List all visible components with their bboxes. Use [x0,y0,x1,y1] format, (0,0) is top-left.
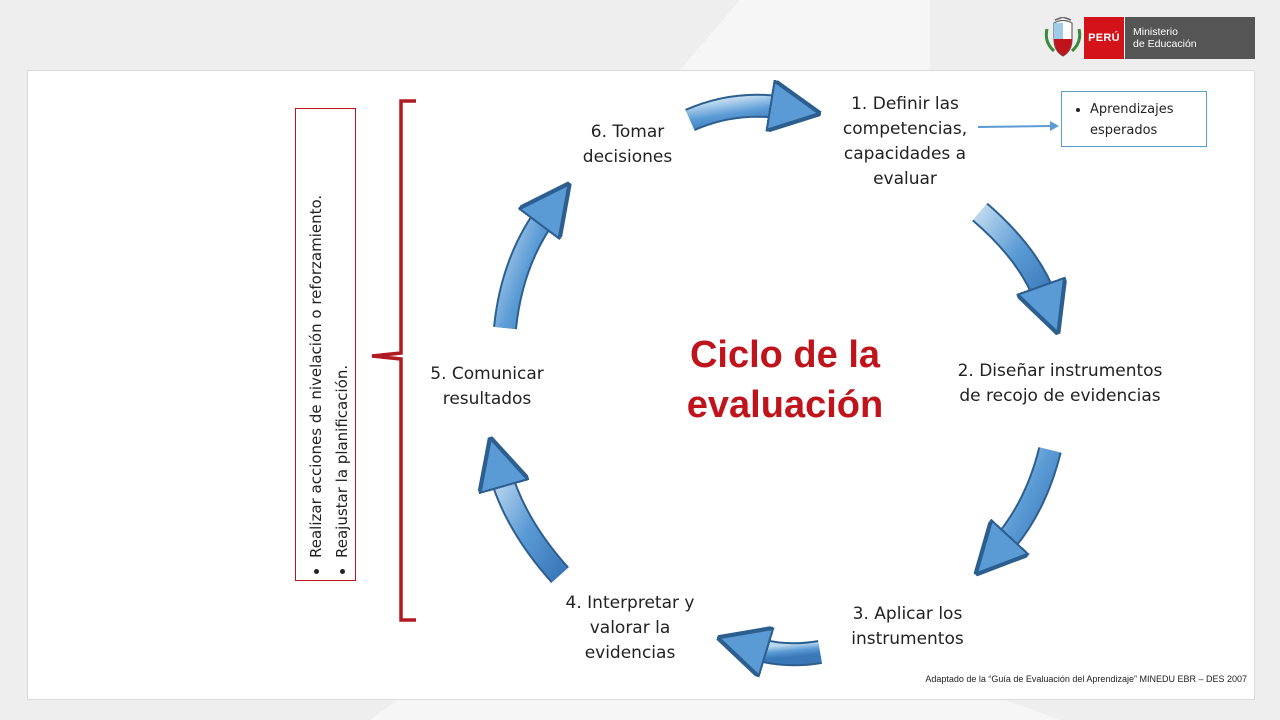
connector-to-note [977,125,1051,128]
source-footnote: Adaptado de la “Guía de Evaluación del A… [925,674,1247,684]
expected-learning-box: Aprendizajes esperados [1061,91,1207,147]
country-label: PERÚ [1084,17,1124,59]
actions-box: Realizar acciones de nivelación o reforz… [295,108,356,581]
action-item: Reajustar la planificación. [329,116,355,558]
ministry-label: Ministerio de Educación [1124,17,1255,59]
note-item: Aprendizajes esperados [1090,99,1200,141]
ministry-logo: PERÚ Ministerio de Educación [1044,17,1255,59]
coat-of-arms-icon [1044,17,1082,57]
red-bracket [371,99,416,622]
slide-panel [27,70,1255,700]
action-item: Realizar acciones de nivelación o reforz… [303,116,329,558]
diagram-title: Ciclo de la evaluación [686,334,884,426]
